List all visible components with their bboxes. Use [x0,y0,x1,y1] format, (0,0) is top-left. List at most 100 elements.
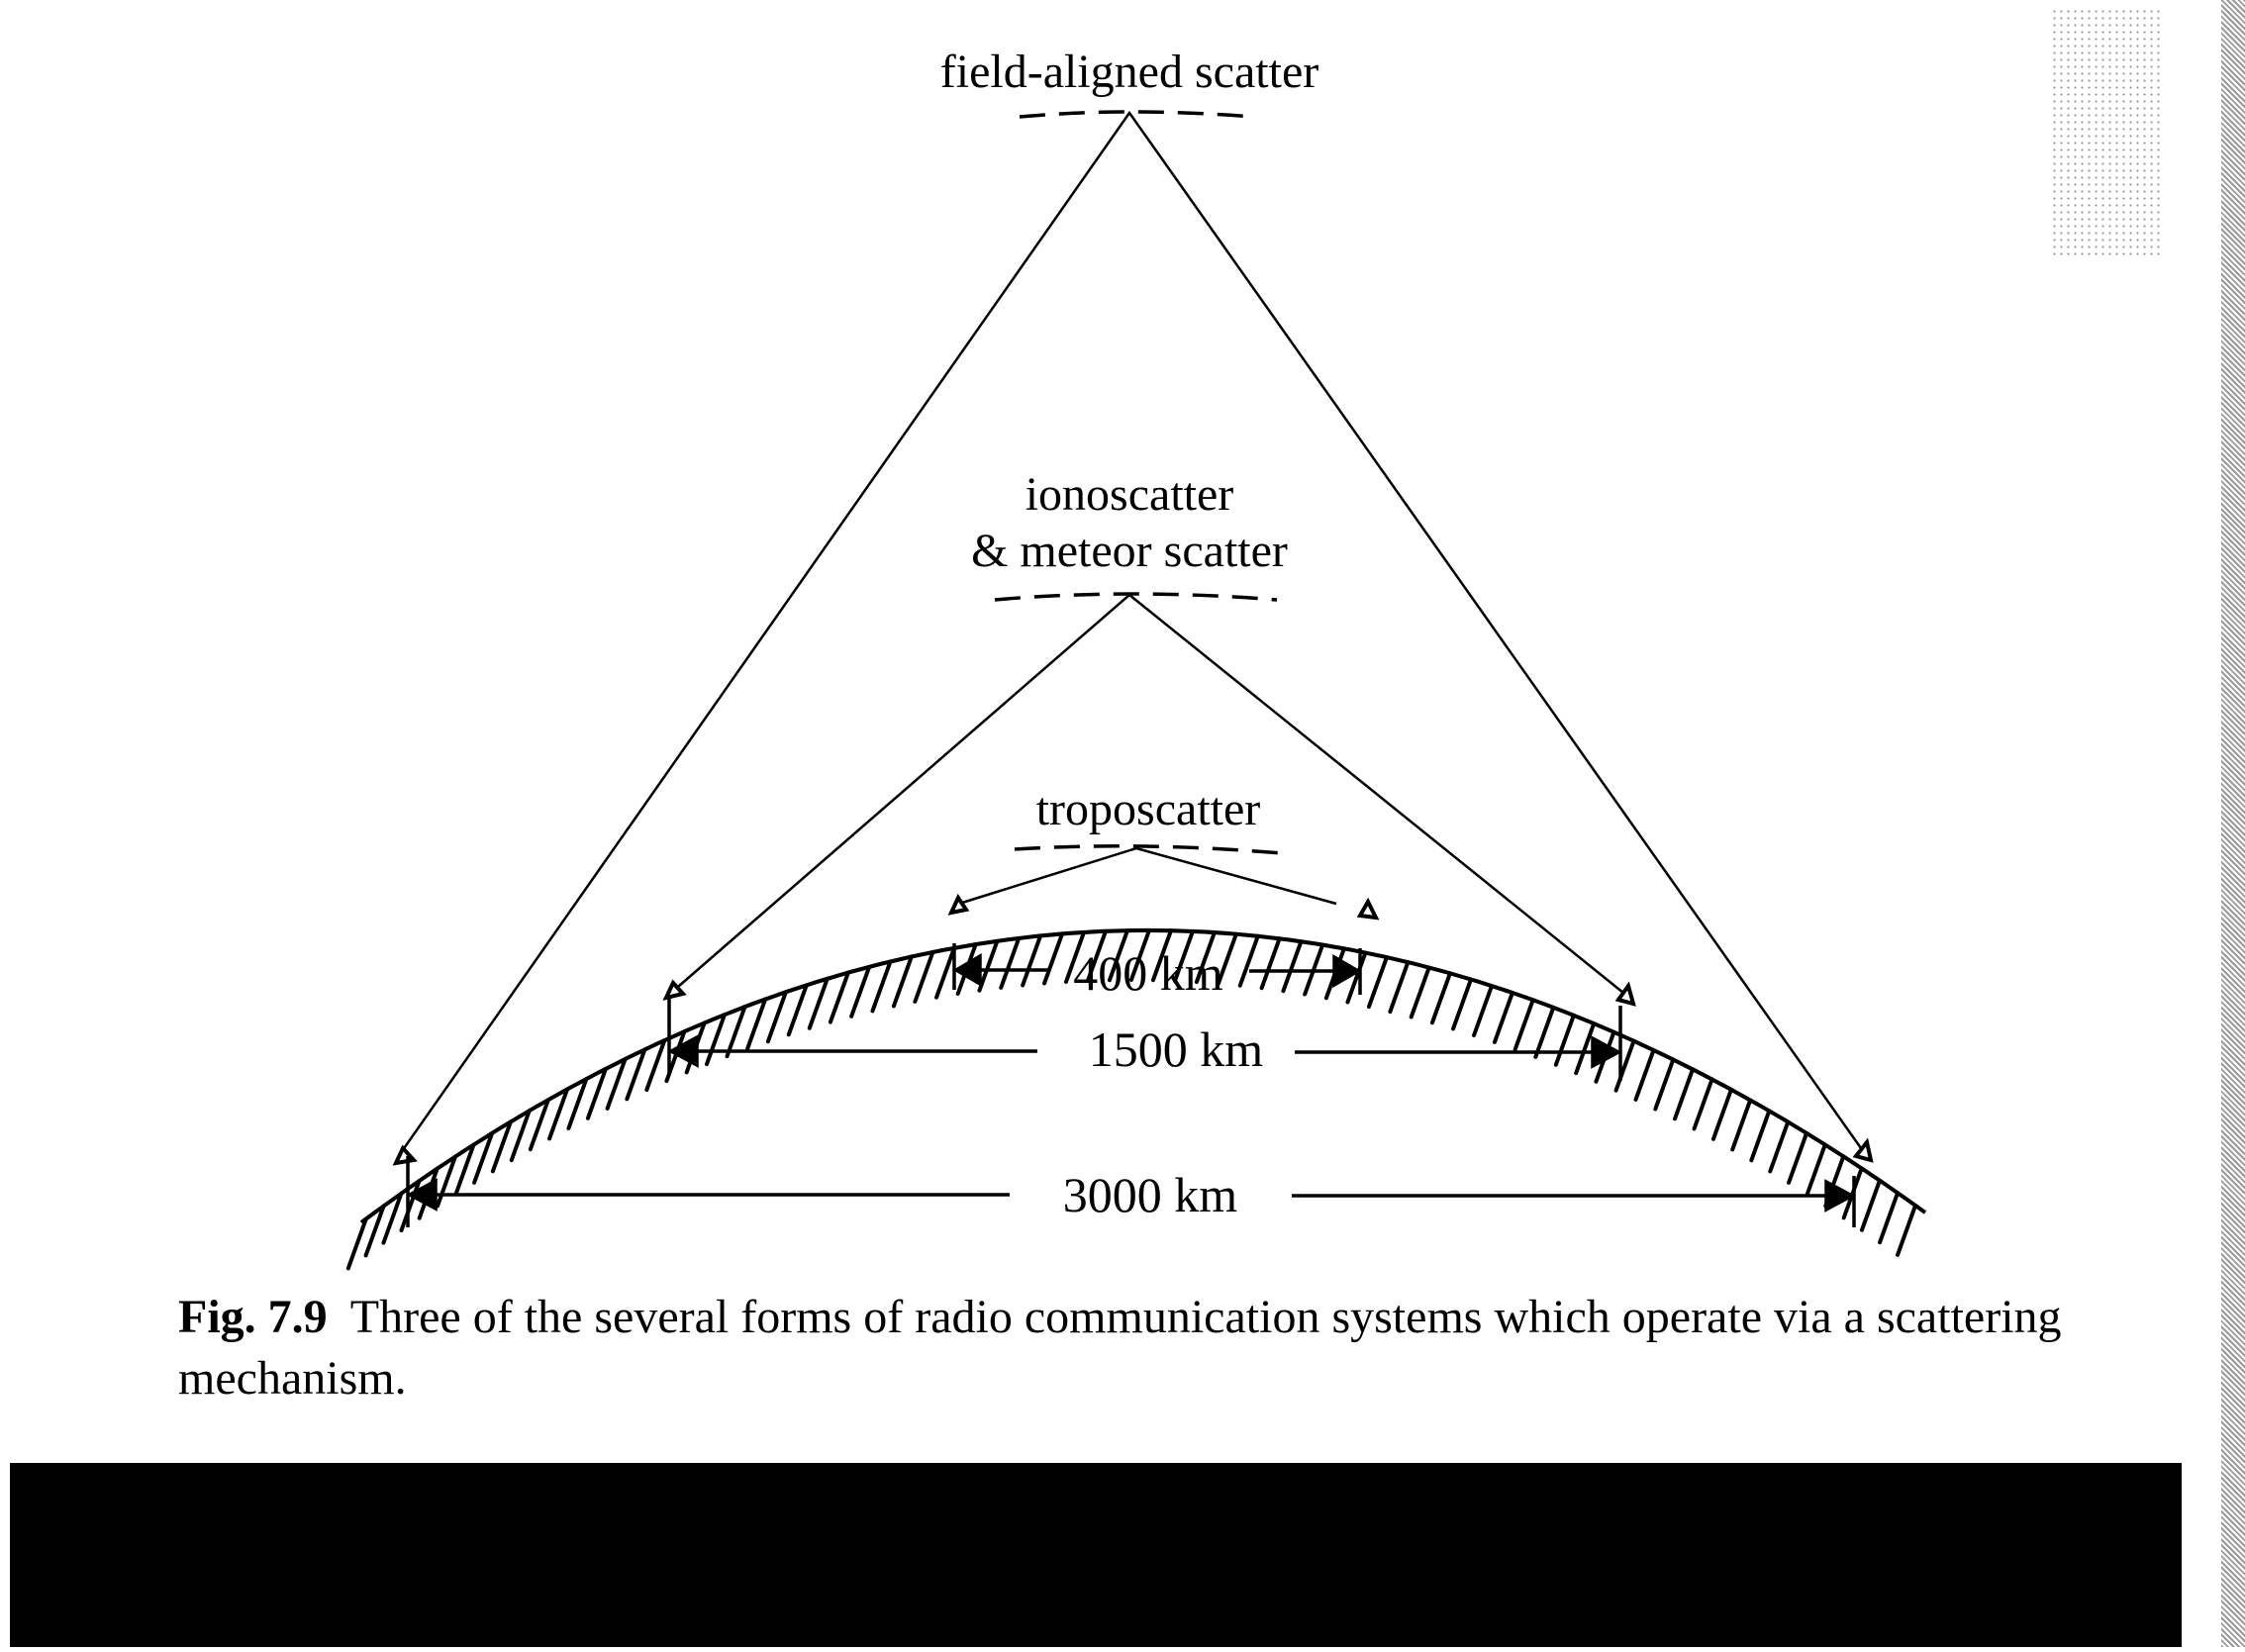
earth-surface-arc [359,928,1927,1224]
hatch-mark [1533,1005,1556,1059]
ionoscatter-layer [994,592,1278,602]
hatch-mark [849,964,872,1019]
hatch-mark [1878,1191,1901,1245]
distance-400km: 400 km [1073,945,1223,1001]
hatch-mark [891,954,914,1009]
hatch-mark [1768,1119,1791,1174]
distance-1500km: 1500 km [1089,1021,1264,1077]
label-field-aligned-scatter: field-aligned scatter [940,46,1318,98]
hatch-mark [1553,1013,1576,1067]
hatch-mark [705,1013,728,1067]
hatch-mark [745,997,768,1051]
hatch-mark [1388,960,1411,1015]
hatch-mark [999,935,1022,990]
field-aligned-scatter-layer [1019,110,1253,119]
hatch-mark [436,1154,458,1209]
hatch-mark [913,949,935,1004]
antenna-icon [1356,897,1380,921]
hatch-mark [1472,984,1495,1038]
hatch-mark [977,938,1000,993]
hatch-mark [1653,1057,1676,1112]
scan-speckle [2051,8,2160,255]
hatch-mark [345,1216,368,1271]
hatch-mark [1259,936,1282,991]
hatch-mark [1150,928,1173,983]
hatch-mark [547,1087,570,1141]
hatch-mark [1805,1142,1827,1197]
label-troposcatter: troposcatter [1036,783,1261,835]
hatch-mark [725,1005,747,1059]
troposcatter-layer [1014,844,1283,855]
hatch-mark [1492,990,1514,1044]
ground-hatching [345,927,1918,1271]
hatch-mark [1710,1087,1733,1141]
hatch-mark [566,1076,589,1130]
hatch-mark [1673,1067,1696,1121]
hatch-mark [765,990,788,1044]
hatch-mark [1859,1178,1882,1232]
arrow-left-icon [667,1034,699,1068]
hatch-mark [1409,965,1431,1020]
hatch-mark [605,1056,628,1111]
hatch-mark [1513,998,1535,1052]
hatch-mark [807,976,830,1030]
figure-caption: Fig. 7.9 Three of the several forms of r… [178,1287,2138,1409]
hatch-mark [585,1066,608,1120]
field-aligned-path [398,110,1863,1155]
hatch-mark [1613,1038,1636,1093]
ionoscatter-path [670,593,1624,994]
hatch-mark [509,1109,532,1163]
hatch-mark [381,1191,404,1245]
hatch-mark [1451,977,1474,1031]
hatch-mark [1633,1047,1656,1102]
hatch-mark [472,1130,495,1185]
hatch-mark [1063,929,1086,984]
dimension-400km [952,943,1362,995]
page-edge-strip [2221,0,2245,1647]
hatch-mark [1107,928,1129,983]
hatch-mark [870,959,893,1014]
black-band [10,1463,2182,1647]
antenna-icon [662,979,687,1001]
arrow-left-icon [406,1178,438,1212]
hatch-mark [1749,1109,1772,1163]
hatch-mark [934,945,957,1000]
troposcatter-path [961,846,1337,906]
hatch-mark [1574,1021,1597,1076]
hatch-mark [828,970,850,1024]
hatch-mark [786,983,809,1037]
label-meteor-scatter: & meteor scatter [971,525,1288,577]
hatch-mark [1345,950,1368,1005]
arrow-right-icon [1824,1179,1856,1213]
hatch-mark [644,1038,667,1093]
antenna-icon [947,893,970,916]
antenna-icon [1852,1137,1874,1163]
hatch-mark [1194,930,1217,985]
hatch-mark [1692,1077,1714,1131]
hatch-mark [363,1204,386,1258]
hatch-mark [1896,1203,1918,1257]
arrow-left-icon [952,952,982,988]
hatch-mark [1730,1098,1753,1152]
label-ionoscatter: ionoscatter [1025,468,1234,521]
hatch-mark [1085,928,1108,983]
hatch-mark [1237,933,1260,988]
hatch-mark [1172,928,1195,983]
hatch-mark [1366,955,1389,1010]
arrow-right-icon [1332,953,1362,989]
caption-text: Three of the several forms of radio comm… [178,1291,2062,1405]
hatch-mark [490,1119,513,1174]
hatch-mark [1787,1130,1809,1185]
dimension-3000km [406,1156,1856,1227]
hatch-mark [453,1142,476,1197]
hatch-mark [528,1098,550,1152]
hatch-mark [1429,971,1452,1025]
hatch-mark [1216,931,1238,986]
antenna-icon [1614,981,1636,1007]
arrow-right-icon [1591,1035,1622,1069]
hatch-mark [625,1047,647,1102]
antenna-icon [392,1144,418,1166]
hatch-mark [399,1179,422,1233]
